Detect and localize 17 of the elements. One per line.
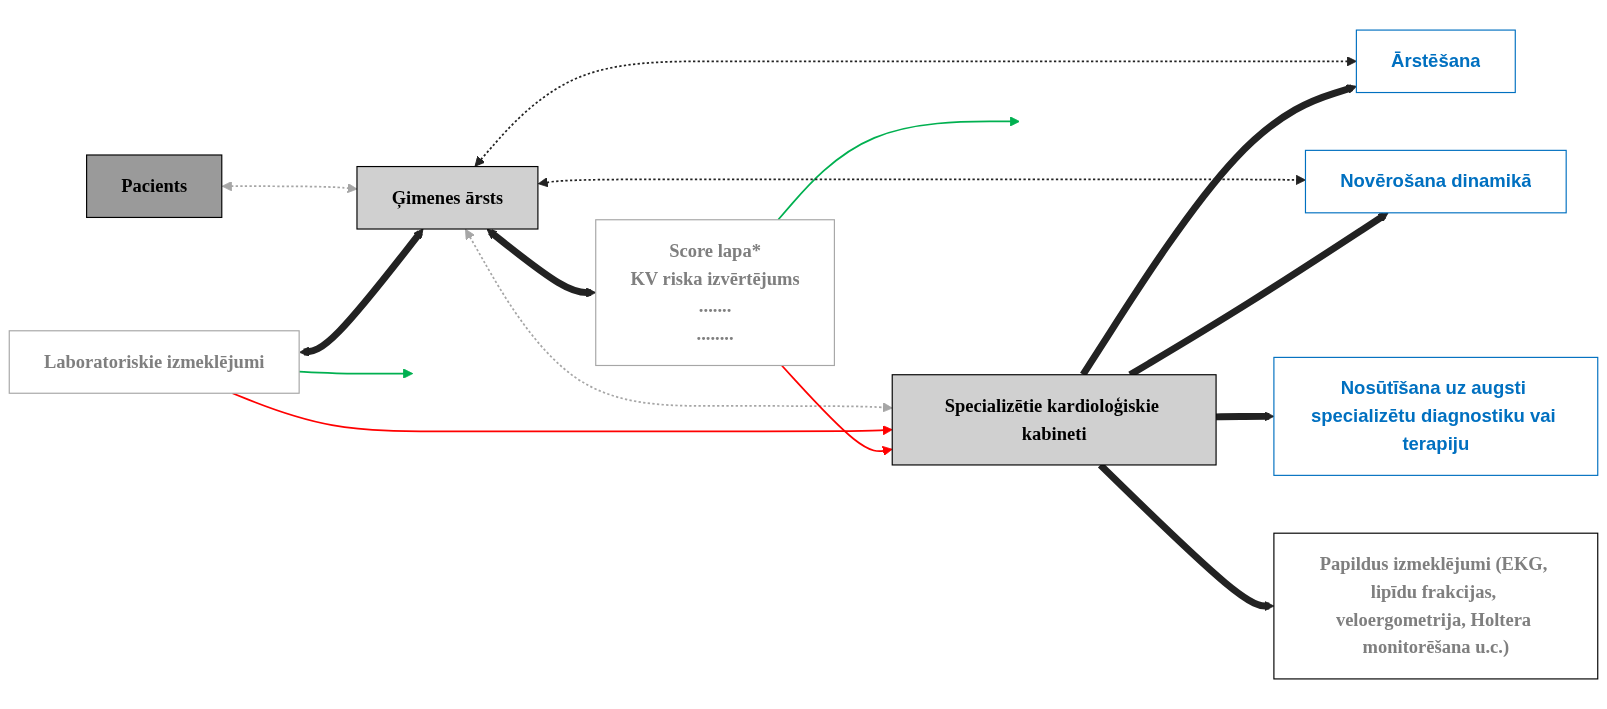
arrow: [299, 228, 424, 357]
node-box: Score lapa* KV riska izvērtējums ....... ........: [595, 219, 835, 367]
node-box: Novērošana dinamikā: [1304, 149, 1567, 214]
arrow: [465, 228, 893, 413]
node-box: Specializētie kardioloģiskie kabineti: [891, 374, 1217, 466]
arrow: [537, 174, 1306, 188]
arrow: [780, 364, 893, 456]
arrow: [1216, 411, 1275, 422]
node-box: Ārstēšana: [1355, 29, 1516, 94]
arrow: [231, 392, 893, 436]
node-box: Papildus izmeklējumi (EKG, lipīdu frakcijas, veloergometrija, Holtera monitorēšana u.c.): [1273, 532, 1599, 680]
node-box: Ģimenes ārsts: [356, 165, 539, 230]
arrow: [777, 116, 1020, 221]
arrow: [474, 56, 1357, 167]
node-box: Nosūtīšana uz augsti specializētu diagnostiku vai terapiju: [1273, 356, 1599, 476]
node-box: Pacients: [86, 154, 223, 218]
node-box: Laboratoriskie izmeklējumi: [8, 330, 300, 394]
